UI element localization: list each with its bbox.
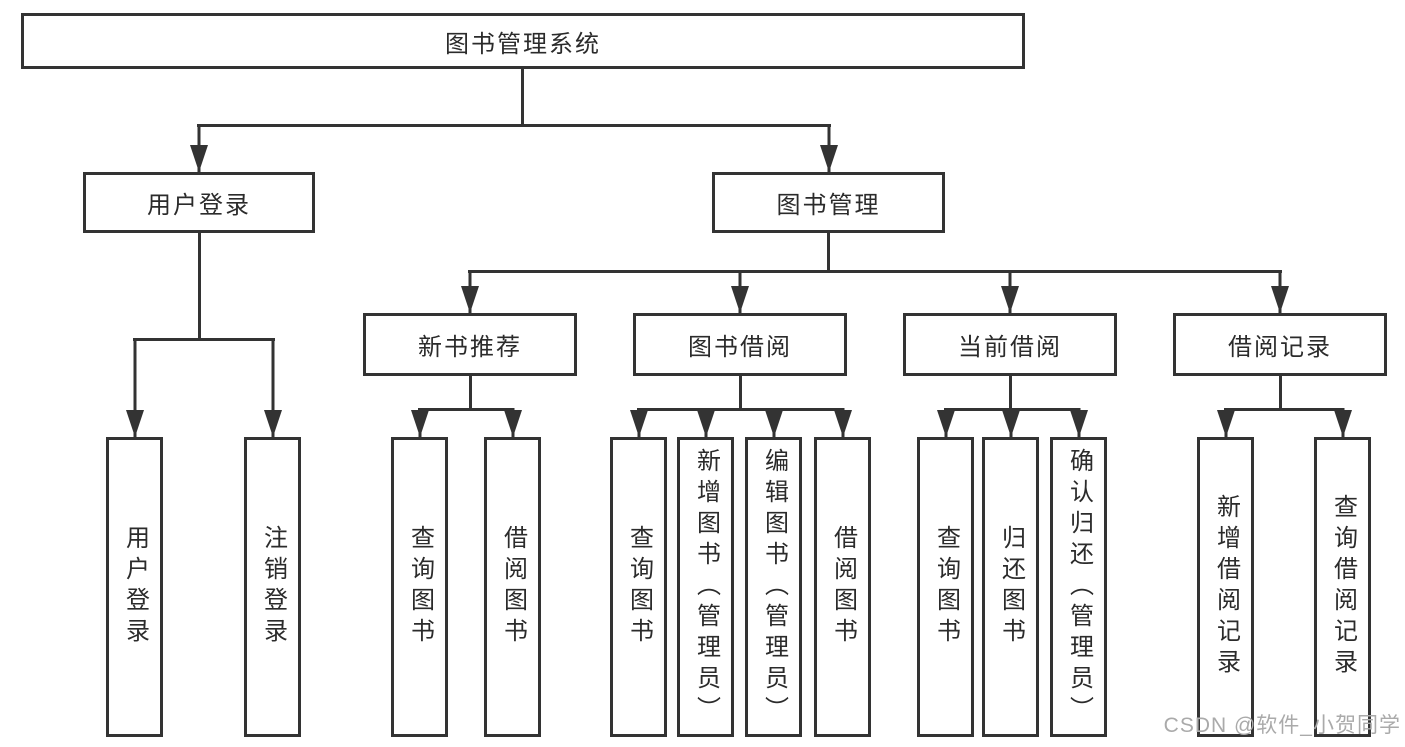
- arrow-down-icon: [937, 408, 955, 437]
- node-library-management-system: 图书管理系统: [21, 13, 1025, 69]
- node-book-borrowing: 图书借阅: [633, 313, 847, 376]
- connector-borrowing-records-horizontal: [1224, 408, 1344, 411]
- arrow-down-icon: [834, 408, 852, 437]
- arrow-down-icon: [461, 270, 479, 313]
- node-add-borrow-record: 新增借阅记录: [1197, 437, 1254, 737]
- node-add-book-admin: 新增图书（管理员）: [677, 437, 734, 737]
- arrow-down-icon: [264, 338, 282, 437]
- arrow-down-icon: [126, 338, 144, 437]
- connector-root-stem: [521, 69, 524, 124]
- node-new-book-recommendation: 新书推荐: [363, 313, 577, 376]
- node-logout-leaf: 注销登录: [244, 437, 301, 737]
- connector-user-login-stem: [198, 233, 201, 338]
- connector-new-book-horizontal: [418, 408, 514, 411]
- node-query-books-current: 查询图书: [917, 437, 974, 737]
- connector-book-management-horizontal: [468, 270, 1282, 273]
- arrow-down-icon: [1001, 270, 1019, 313]
- arrow-down-icon: [411, 408, 429, 437]
- connector-book-management-stem: [827, 233, 830, 270]
- arrow-down-icon: [1334, 408, 1352, 437]
- node-query-borrow-record: 查询借阅记录: [1314, 437, 1371, 737]
- csdn-watermark: CSDN @软件_小贺同学: [1163, 714, 1401, 737]
- arrow-down-icon: [731, 270, 749, 313]
- connector-new-book-stem: [469, 376, 472, 408]
- node-current-borrowing: 当前借阅: [903, 313, 1117, 376]
- arrow-down-icon: [1070, 408, 1088, 437]
- arrow-down-icon: [820, 124, 838, 172]
- connector-user-login-horizontal: [133, 338, 275, 341]
- arrow-down-icon: [697, 408, 715, 437]
- node-return-book: 归还图书: [982, 437, 1039, 737]
- connector-current-borrowing-stem: [1009, 376, 1012, 408]
- arrow-down-icon: [1002, 408, 1020, 437]
- node-confirm-return-admin: 确认归还（管理员）: [1050, 437, 1107, 737]
- node-borrow-books-recommend: 借阅图书: [484, 437, 541, 737]
- arrow-down-icon: [765, 408, 783, 437]
- connector-book-borrowing-horizontal: [637, 408, 844, 411]
- node-edit-book-admin: 编辑图书（管理员）: [745, 437, 802, 737]
- arrow-down-icon: [630, 408, 648, 437]
- arrow-down-icon: [1217, 408, 1235, 437]
- node-borrowing-records: 借阅记录: [1173, 313, 1387, 376]
- arrow-down-icon: [1271, 270, 1289, 313]
- node-book-management: 图书管理: [712, 172, 945, 233]
- connector-book-borrowing-stem: [739, 376, 742, 408]
- node-query-books-recommend: 查询图书: [391, 437, 448, 737]
- node-query-books-borrowing: 查询图书: [610, 437, 667, 737]
- node-user-login: 用户登录: [83, 172, 315, 233]
- node-borrow-books-leaf: 借阅图书: [814, 437, 871, 737]
- connector-level1-horizontal: [197, 124, 831, 127]
- arrow-down-icon: [504, 408, 522, 437]
- connector-borrowing-records-stem: [1279, 376, 1282, 408]
- arrow-down-icon: [190, 124, 208, 172]
- node-user-login-leaf: 用户登录: [106, 437, 163, 737]
